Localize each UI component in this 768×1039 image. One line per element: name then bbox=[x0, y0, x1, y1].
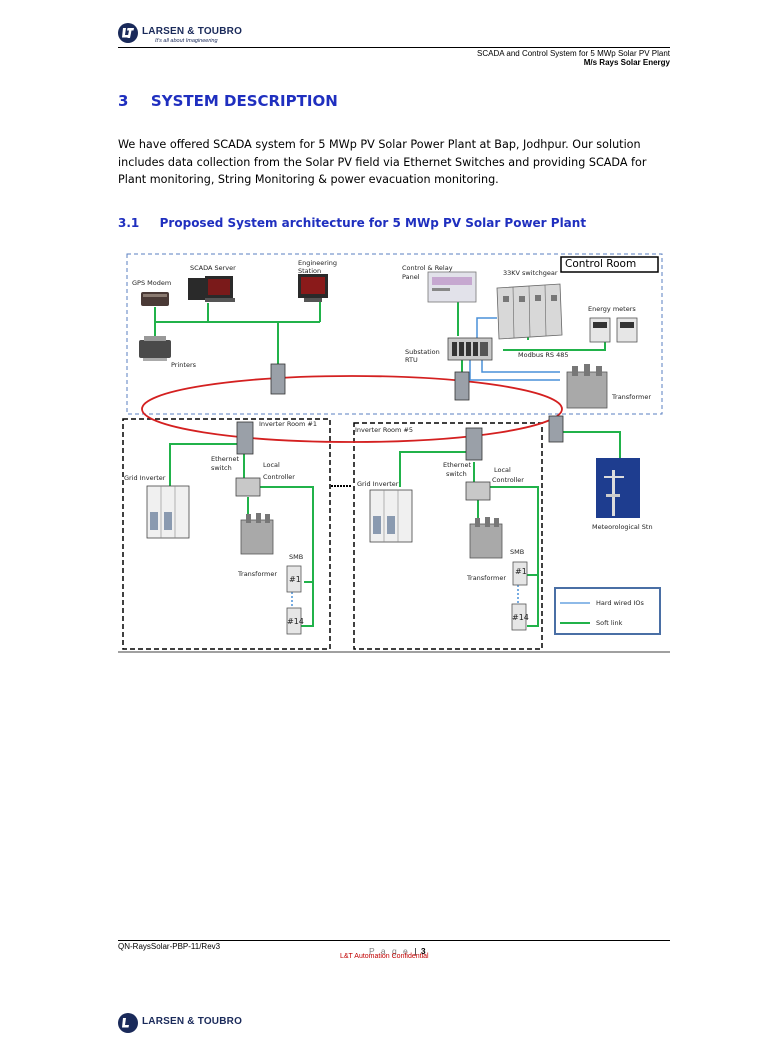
local-controller-label-1a: Local bbox=[263, 461, 280, 469]
ethernet-ring bbox=[141, 375, 563, 443]
company-tagline: It's all about Imagineering bbox=[155, 38, 218, 44]
subsection-title: Proposed System architecture for 5 MWp P… bbox=[159, 216, 587, 230]
gps-modem-icon bbox=[141, 292, 169, 306]
section-number: 3 bbox=[118, 92, 129, 110]
lt-logo-icon bbox=[118, 23, 138, 43]
ethernet-switch-icon bbox=[548, 415, 564, 443]
meteorological-station-icon bbox=[596, 458, 640, 518]
subsection-heading: 3.1 Proposed System architecture for 5 M… bbox=[118, 216, 586, 230]
section-title: SYSTEM DESCRIPTION bbox=[150, 92, 338, 110]
ethernet-switch-label-5a: Ethernet bbox=[443, 461, 471, 469]
inverter-room-1-label: Inverter Room #1 bbox=[259, 420, 317, 428]
switchgear-icon bbox=[496, 283, 563, 340]
ethernet-switch-icon bbox=[454, 371, 470, 401]
paragraph-line: includes data collection from the Solar … bbox=[118, 155, 647, 169]
next-page-logo bbox=[117, 1012, 139, 1034]
ethernet-switch-icon bbox=[236, 421, 254, 455]
control-relay-panel-icon bbox=[427, 271, 477, 303]
control-relay-label-1: Control & Relay bbox=[402, 264, 453, 272]
inverter-room-5-boundary bbox=[353, 422, 543, 650]
smb-label-1: SMB bbox=[289, 553, 304, 561]
subsection-number: 3.1 bbox=[118, 216, 140, 230]
lt-logo-icon bbox=[118, 1013, 138, 1033]
section-heading: 3 SYSTEM DESCRIPTION bbox=[118, 92, 338, 110]
transformer-main-icon bbox=[566, 364, 608, 409]
ethernet-switch-icon bbox=[270, 363, 286, 395]
paragraph-line: We have offered SCADA system for 5 MWp P… bbox=[118, 138, 641, 151]
smb-first-label-5: #1 bbox=[515, 567, 527, 576]
inverter-room-1-boundary bbox=[122, 418, 331, 650]
paragraph-line: Plant monitoring, String Monitoring & po… bbox=[118, 173, 499, 186]
printers-label: Printers bbox=[171, 361, 197, 369]
local-controller-label-1b: Controller bbox=[263, 473, 295, 481]
grid-inverter-label-5: Grid Inverter bbox=[357, 480, 399, 488]
client-name: M/s Rays Solar Energy bbox=[583, 58, 670, 67]
scada-server-label: SCADA Server bbox=[190, 264, 236, 272]
ethernet-switch-label-1a: Ethernet bbox=[211, 455, 239, 463]
ethernet-switch-icon bbox=[465, 427, 483, 461]
local-controller-label-5a: Local bbox=[494, 466, 511, 474]
smb-box-icon bbox=[286, 607, 302, 635]
inverter-room-5-label: Inverter Room #5 bbox=[355, 426, 413, 434]
engineering-station-label-2: Station bbox=[298, 267, 322, 275]
smb-first-label-1: #1 bbox=[289, 575, 301, 584]
grid-inverter-icon bbox=[369, 489, 413, 543]
smb-last-label-1: #14 bbox=[287, 617, 304, 626]
header-rule bbox=[118, 47, 670, 48]
smb-box-icon bbox=[511, 603, 527, 631]
legend-box bbox=[554, 587, 661, 635]
grid-inverter-label-1: Grid Inverter bbox=[124, 474, 166, 482]
control-room-boundary bbox=[126, 253, 663, 415]
smb-box-icon bbox=[512, 561, 528, 586]
page-indicator: P a g e | 3 bbox=[369, 946, 426, 956]
smb-label-5: SMB bbox=[510, 548, 525, 556]
confidential-notice: L&T Automation Confidential bbox=[340, 953, 429, 960]
transformer-main-label: Transformer bbox=[612, 393, 652, 401]
scada-server-icon bbox=[188, 276, 235, 302]
substation-rtu-label-2: RTU bbox=[405, 356, 418, 364]
control-room-label-box bbox=[560, 256, 659, 273]
ethernet-switch-label-5b: switch bbox=[446, 470, 467, 478]
company-name: LARSEN & TOUBRO bbox=[142, 26, 243, 37]
substation-rtu-icon bbox=[447, 337, 493, 361]
control-relay-label-2: Panel bbox=[402, 273, 420, 281]
transformer-label-5: Transformer bbox=[467, 574, 507, 582]
page-number: 3 bbox=[420, 946, 426, 956]
transformer-label-1: Transformer bbox=[238, 570, 278, 578]
ethernet-switch-label-1b: switch bbox=[211, 464, 232, 472]
local-controller-icon bbox=[465, 481, 491, 501]
transformer-icon bbox=[240, 513, 274, 555]
engineering-station-icon bbox=[298, 274, 328, 302]
substation-rtu-label-1: Substation bbox=[405, 348, 440, 356]
switchgear-label: 33KV switchgear bbox=[503, 269, 558, 277]
smb-last-label-5: #14 bbox=[512, 613, 529, 622]
next-page-company-name: LARSEN & TOUBRO bbox=[142, 1016, 243, 1027]
legend-hardwired-label: Hard wired IOs bbox=[596, 599, 644, 607]
company-logo bbox=[117, 22, 139, 44]
local-controller-icon bbox=[235, 477, 261, 497]
section-paragraph: We have offered SCADA system for 5 MWp P… bbox=[118, 136, 673, 189]
document-title: SCADA and Control System for 5 MWp Solar… bbox=[477, 49, 670, 58]
page-label: P a g e bbox=[369, 946, 410, 956]
local-controller-label-5b: Controller bbox=[492, 476, 524, 484]
legend-soft-label: Soft link bbox=[596, 619, 623, 627]
document-reference: QN-RaysSolar-PBP-11/Rev3 bbox=[118, 942, 221, 951]
grid-inverter-icon bbox=[146, 485, 190, 539]
footer-rule bbox=[118, 940, 670, 941]
gps-modem-label: GPS Modem bbox=[132, 279, 172, 287]
transformer-icon bbox=[469, 517, 503, 559]
printer-icon bbox=[139, 336, 171, 361]
modbus-label: Modbus RS 485 bbox=[518, 351, 569, 359]
energy-meters-icon bbox=[589, 317, 638, 343]
control-room-label: Control Room bbox=[565, 258, 637, 270]
smb-box-icon bbox=[286, 565, 302, 593]
energy-meters-label: Energy meters bbox=[588, 305, 636, 313]
met-station-label: Meteorological Stn bbox=[592, 523, 653, 531]
engineering-station-label-1: Engineering bbox=[298, 259, 337, 267]
